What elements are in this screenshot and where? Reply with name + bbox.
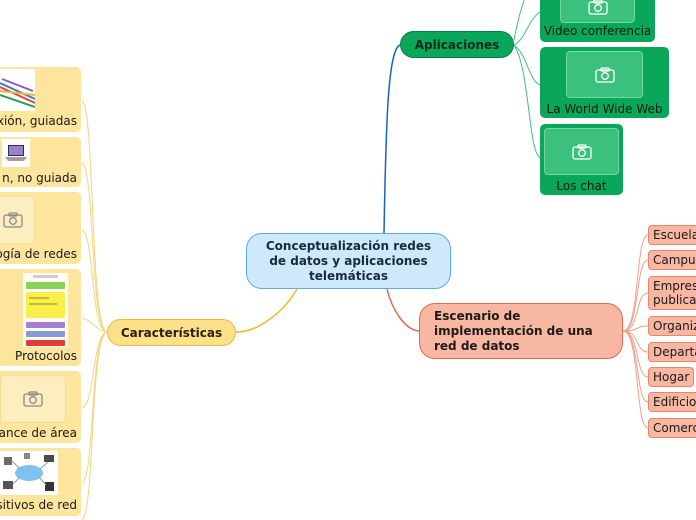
escenario-item-hogar[interactable]: Hogar [648, 367, 694, 387]
escenario-item-comercio[interactable]: Comercio [648, 418, 696, 438]
escenario-item-campus[interactable]: Campus [648, 250, 696, 270]
escenario-item-departa[interactable]: Departa [648, 342, 696, 362]
camera-icon [566, 51, 643, 98]
central-topic-label: Conceptualización redes de datos y aplic… [257, 239, 440, 284]
network-devices-image [0, 451, 58, 495]
caracteristica-item-alcance[interactable]: ance de área [0, 371, 81, 443]
caracteristicas-label: Características [121, 326, 222, 340]
caracteristica-item-no-guiada[interactable]: n, no guiada [0, 137, 81, 187]
camera-icon [560, 0, 635, 23]
world-wide-web-card[interactable]: La World Wide Web [540, 47, 669, 118]
caracteristica-item-topologia[interactable]: ogía de redes [0, 192, 81, 264]
central-topic[interactable]: Conceptualización redes de datos y aplic… [246, 233, 451, 289]
escenario-topic[interactable]: Escenario de implementación de una red d… [419, 303, 623, 359]
video-conferencia-label: Video conferencia [540, 24, 655, 38]
caracteristica-topologia-label: ogía de redes [0, 247, 77, 261]
caracteristica-protocolos-label: Protocolos [15, 349, 77, 363]
world-wide-web-label: La World Wide Web [540, 102, 669, 116]
aplicaciones-label: Aplicaciones [415, 38, 500, 52]
caracteristica-item-guiadas[interactable]: xión, guiadas [0, 67, 81, 132]
escenario-label: Escenario de implementación de una red d… [434, 309, 608, 354]
caracteristica-guiadas-label: xión, guiadas [0, 114, 77, 128]
escenario-item-escuela[interactable]: Escuela [648, 225, 696, 245]
caracteristica-alcance-label: ance de área [0, 426, 77, 440]
escenario-item-edificio[interactable]: Edificio [648, 392, 696, 412]
laptop-image [2, 139, 30, 167]
caracteristica-no-guiada-label: n, no guiada [2, 171, 77, 185]
video-conferencia-card[interactable]: Video conferencia [540, 0, 655, 42]
aplicaciones-topic[interactable]: Aplicaciones [400, 31, 514, 58]
los-chat-label: Los chat [540, 179, 623, 193]
protocol-stack-image [23, 273, 68, 347]
caracteristica-dispositivos-label: sitivos de red [0, 498, 77, 512]
escenario-item-organiz[interactable]: Organiz [648, 316, 696, 336]
escenario-item-empresas[interactable]: Empresas publicas [648, 276, 696, 310]
network-cables-image [0, 69, 35, 111]
caracteristica-item-protocolos[interactable]: Protocolos [0, 269, 81, 366]
camera-icon [544, 128, 619, 175]
camera-icon [0, 375, 66, 423]
los-chat-card[interactable]: Los chat [540, 124, 623, 195]
caracteristicas-topic[interactable]: Características [107, 319, 236, 346]
caracteristica-item-dispositivos[interactable]: sitivos de red [0, 448, 81, 516]
camera-icon [0, 196, 35, 244]
